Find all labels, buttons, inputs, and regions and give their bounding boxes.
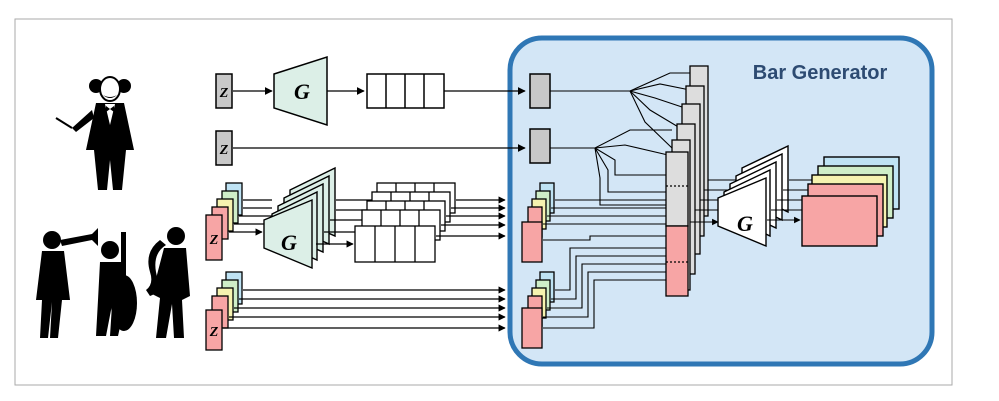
z-stack-4 (205, 271, 243, 351)
bar-stack-3 (354, 182, 456, 263)
generator-label-1: G (294, 79, 310, 104)
conductor-icon (55, 76, 134, 190)
generator-1 (273, 55, 328, 127)
panel-input-stack-3 (521, 182, 555, 263)
z-label-2: Z (219, 143, 229, 158)
panel-input-1 (529, 73, 551, 109)
z-label-3: Z (209, 233, 219, 248)
generator-label-3: G (281, 230, 297, 255)
z-input-2 (215, 130, 233, 166)
panel-input-2 (529, 128, 551, 164)
output-bar-stack (801, 156, 900, 247)
arrows-bars-to-panel (436, 196, 506, 240)
bar-generator-stack (717, 144, 789, 248)
z-label-4: Z (209, 325, 219, 340)
bar-generator-title: Bar Generator (753, 62, 888, 84)
bar-segments-1 (366, 73, 445, 109)
arrows-row-4 (223, 286, 506, 332)
z-stack-3 (205, 182, 243, 261)
bar-generator-g-label: G (737, 211, 753, 236)
z-input-1 (215, 73, 233, 109)
panel-routing-lines (543, 72, 691, 329)
jazz-band-icon (36, 227, 190, 338)
concat-column-stack (665, 65, 709, 297)
panel-input-stack-4 (521, 271, 555, 349)
generator-stack-3 (263, 166, 336, 270)
z-label-1: Z (219, 86, 229, 101)
